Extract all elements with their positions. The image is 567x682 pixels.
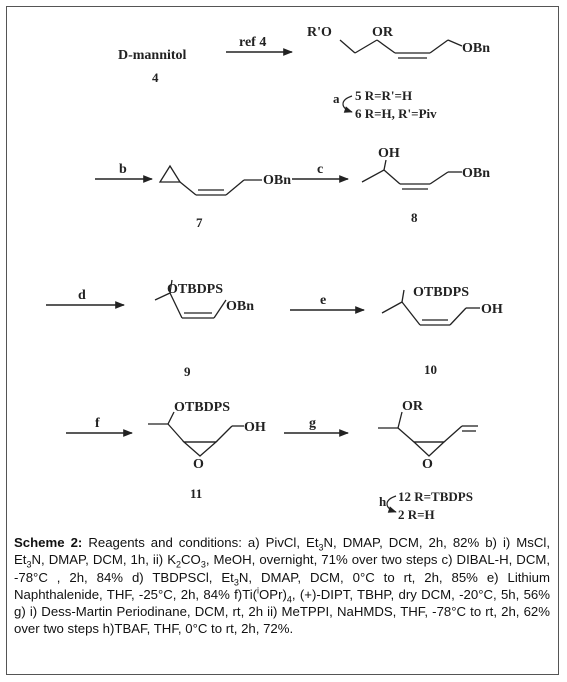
compound-5-label: 5 R=R'=H — [355, 88, 412, 103]
reaction-scheme: D-mannitol 4 ref 4 R'O OR OBn a 5 R=R'=H… — [46, 25, 503, 522]
structure-compound-8 — [361, 159, 462, 190]
arrow-d-label: d — [78, 288, 86, 303]
caption-text-8: , (+)-DIPT, TBHP, dry DCM, -20°C, 5h, 56… — [14, 586, 550, 637]
compound-number-4: 4 — [152, 70, 159, 85]
epoxide-oxygen-11: O — [193, 457, 204, 472]
substituent-obn-8: OBn — [462, 166, 490, 181]
structure-compound-11 — [148, 411, 244, 457]
compound-12-label: 12 R=TBDPS — [398, 489, 473, 504]
substituent-otbdps-9: OTBDPS — [167, 282, 223, 297]
caption-sub-3: 2 — [176, 559, 182, 570]
caption-sub-6: 4 — [286, 594, 292, 605]
compound-number-9: 9 — [184, 364, 191, 379]
caption-sup-1: i — [257, 585, 260, 596]
arrow-b-label: b — [119, 162, 127, 177]
compound-number-11: 11 — [190, 486, 202, 501]
step-h-curved-arrow — [386, 495, 397, 513]
substituent-oh-11: OH — [244, 420, 266, 435]
substituent-obn: OBn — [462, 41, 490, 56]
epoxide-oxygen-12: O — [422, 457, 433, 472]
compound-6-label: 6 R=H, R'=Piv — [355, 106, 437, 121]
caption-text-2: N, DMAP, DCM, 2h, 82% b) i) MsCl, Et — [14, 535, 550, 568]
structure-compound-7 — [158, 164, 262, 196]
caption-text-6: N, DMAP, DCM, 0°C to rt, 2h, 85% e) Lith… — [14, 569, 550, 602]
step-h-label: h — [379, 494, 387, 509]
substituent-obn-9: OBn — [226, 299, 254, 314]
scheme-caption: Scheme 2: Reagents and conditions: a) Pi… — [14, 534, 550, 638]
arrow-ref4-label: ref 4 — [239, 35, 266, 50]
substituent-obn-7: OBn — [263, 173, 291, 188]
compound-2-label: 2 R=H — [398, 507, 435, 522]
substituent-otbdps-10: OTBDPS — [413, 285, 469, 300]
substituent-or: OR — [372, 25, 394, 40]
caption-text-4: CO — [181, 552, 201, 568]
substituent-oh-10: OH — [481, 302, 503, 317]
substituent-otbdps-11: OTBDPS — [174, 400, 230, 415]
structure-compound-9 — [154, 279, 227, 319]
arrow-e-label: e — [320, 293, 326, 308]
compound-number-10: 10 — [424, 362, 437, 377]
step-a-label: a — [333, 91, 340, 106]
caption-sub-4: 3 — [200, 559, 206, 570]
caption-text-5: , MeOH, overnight, 71% over two steps c)… — [14, 552, 550, 585]
scheme-frame — [6, 6, 559, 675]
arrow-g-label: g — [309, 416, 316, 431]
caption-sub-1: 3 — [318, 542, 324, 553]
substituent-oh-8: OH — [378, 146, 400, 161]
step-a-curved-arrow — [342, 95, 353, 113]
start-material-label: D-mannitol — [118, 48, 187, 63]
structure-compound-5-6 — [339, 39, 463, 59]
substituent-or-12: OR — [402, 399, 424, 414]
caption-sub-2: 3 — [26, 559, 32, 570]
arrow-f-label: f — [95, 416, 100, 431]
structure-compound-12-2 — [378, 411, 478, 457]
structure-compound-10 — [381, 289, 480, 326]
caption-text-7: OPr) — [259, 586, 287, 602]
arrow-c-label: c — [317, 162, 323, 177]
caption-title: Scheme 2: — [14, 535, 83, 550]
substituent-rprime-o: R'O — [307, 25, 332, 40]
compound-number-7: 7 — [196, 215, 203, 230]
caption-text-3: N, DMAP, DCM, 1h, ii) K — [31, 552, 177, 568]
compound-number-8: 8 — [411, 210, 418, 225]
caption-sub-5: 3 — [233, 577, 239, 588]
caption-text-1: Reagents and conditions: a) PivCl, Et — [82, 535, 319, 550]
